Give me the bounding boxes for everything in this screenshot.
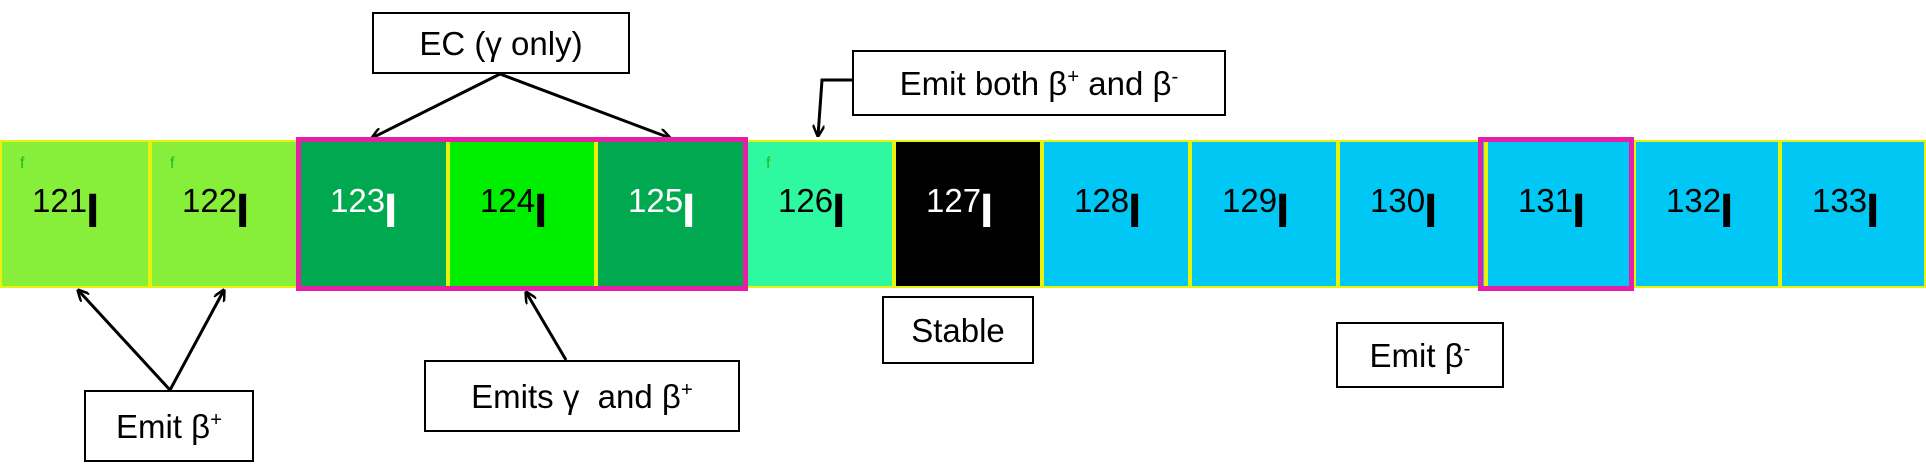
isotope-symbol: I (1424, 185, 1438, 238)
isotope-symbol: I (534, 185, 548, 238)
label-emit-beta-minus-sup: - (1463, 336, 1471, 360)
isotope-flag: f (766, 155, 771, 172)
label-emit-both-text: Emit both β+ and β- (899, 64, 1179, 102)
isotope-mass: 129 (1222, 182, 1278, 219)
label-emit-beta-plus-text: Emit β+ (115, 407, 223, 445)
isotope-mass: 124 (480, 182, 536, 219)
isotope-mass: 127 (926, 182, 982, 219)
isotope-symbol: I (832, 185, 846, 238)
isotope-symbol: I (86, 185, 100, 238)
isotope-mass: 123 (330, 182, 386, 219)
label-emit-both-sup-minus: - (1171, 64, 1179, 88)
label-emit-beta-plus: Emit β+ (84, 390, 254, 462)
isotope-flag: f (170, 155, 175, 172)
highlight-iodine-131 (1478, 137, 1634, 291)
isotope-mass: 133 (1812, 182, 1868, 219)
isotope-symbol: I (980, 185, 994, 238)
label-emit-beta-minus-text: Emit β- (1369, 336, 1471, 374)
isotope-symbol: I (1276, 185, 1290, 238)
isotope-mass: 131 (1518, 182, 1574, 219)
isotope-mass: 132 (1666, 182, 1722, 219)
isotope-mass: 121 (32, 182, 88, 219)
label-ec-gamma-only: EC (γ only) (372, 12, 630, 74)
label-emit-both-sup-plus: + (1067, 64, 1080, 88)
label-emits-gamma-base: Emits γ and β (471, 377, 681, 415)
isotope-symbol: I (1128, 185, 1142, 238)
label-stable-text: Stable (911, 311, 1005, 349)
label-emit-beta-minus: Emit β- (1336, 322, 1504, 388)
label-emits-gamma-text: Emits γ and β+ (471, 377, 693, 415)
label-emit-both-mid: and β (1079, 64, 1172, 102)
isotope-symbol: I (236, 185, 250, 238)
label-stable: Stable (882, 296, 1034, 364)
label-emit-beta-minus-base: Emit β (1369, 336, 1464, 374)
gamma-arrow-to-124 (526, 292, 568, 361)
label-emits-gamma-beta-plus: Emits γ and β+ (424, 360, 740, 432)
label-ec-text: EC (γ only) (419, 24, 583, 62)
highlight-ec-group (296, 137, 748, 291)
beta-plus-arrow-to-121 (78, 290, 172, 392)
label-emits-gamma-sup: + (680, 377, 693, 401)
isotope-mass: 130 (1370, 182, 1426, 219)
isotope-symbol: I (384, 185, 398, 238)
isotope-flag: f (20, 155, 25, 172)
isotope-symbol: I (682, 185, 696, 238)
both-arrow-to-126 (818, 78, 852, 136)
isotope-mass: 128 (1074, 182, 1130, 219)
ec-arrow-to-125 (499, 72, 670, 138)
isotope-mass: 122 (182, 182, 238, 219)
isotope-symbol: I (1720, 185, 1734, 238)
isotope-symbol: I (1866, 185, 1880, 238)
isotope-mass: 126 (778, 182, 834, 219)
ec-arrow-to-123 (372, 72, 501, 138)
beta-plus-arrow-to-122 (168, 290, 224, 391)
isotope-mass: 125 (628, 182, 684, 219)
label-emit-both-prefix: Emit both β (899, 64, 1068, 102)
isotope-symbol: I (1572, 185, 1586, 238)
label-emit-beta-plus-base: Emit β (115, 407, 211, 445)
label-emit-beta-plus-sup: + (210, 407, 223, 431)
label-emit-both: Emit both β+ and β- (852, 50, 1226, 116)
